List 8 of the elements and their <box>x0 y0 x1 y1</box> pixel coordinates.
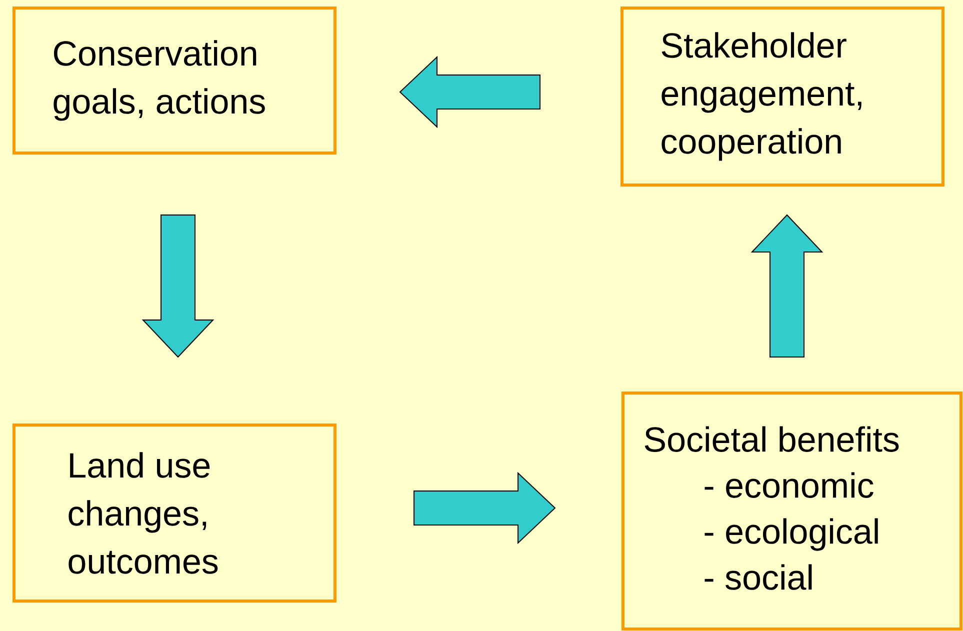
block-arrow <box>414 472 556 544</box>
block-arrow <box>142 214 214 358</box>
block-arrow <box>750 214 824 358</box>
text-box: Societal benefits - economic - ecological - social <box>622 392 962 630</box>
text-box: Conservation goals, actions <box>12 6 336 154</box>
text-box: Land use changes, outcomes <box>12 424 336 602</box>
text-box: Stakeholder engagement, cooperation <box>620 6 944 186</box>
block-arrow <box>399 56 540 128</box>
